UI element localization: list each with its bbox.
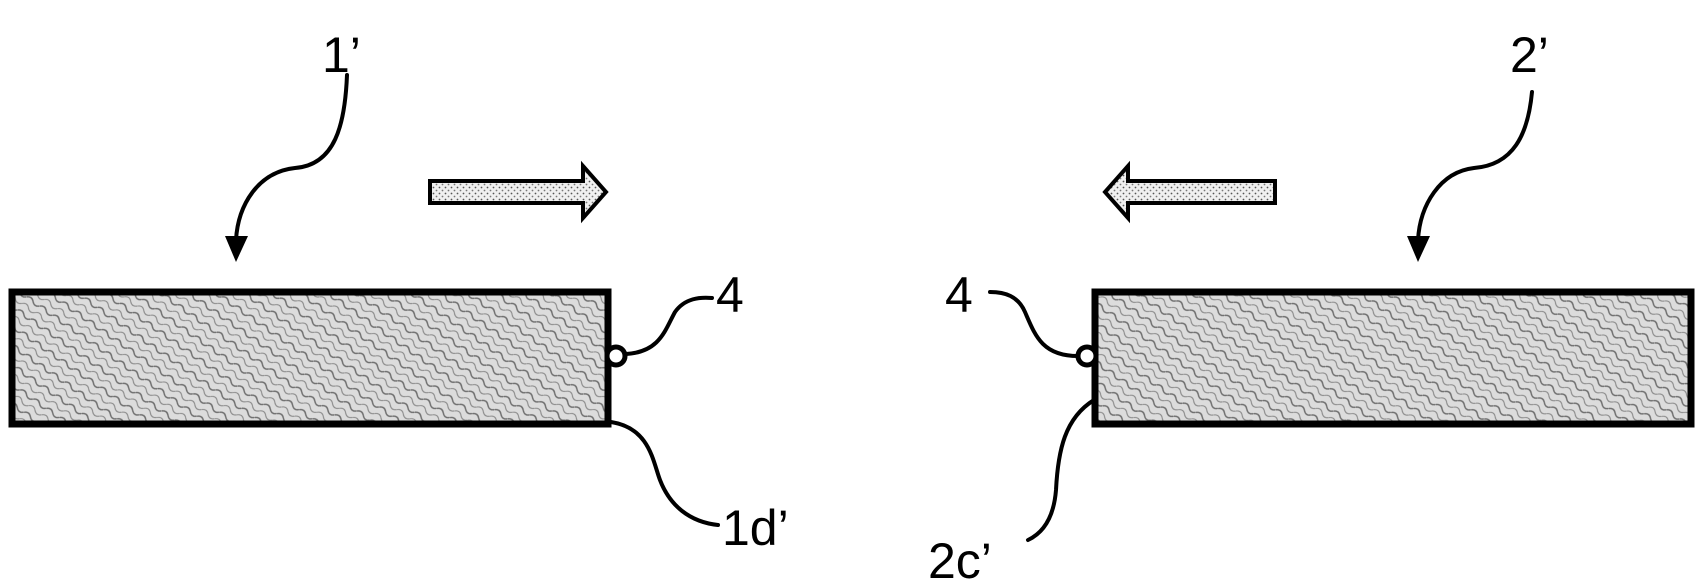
- panel-left-label: 1’: [322, 27, 361, 83]
- left-bead: [607, 347, 625, 365]
- panel-right-label: 2’: [1510, 27, 1549, 83]
- left-panel-group: [12, 292, 625, 424]
- edge-left-label: 1d’: [722, 500, 789, 556]
- right-panel: [1095, 292, 1691, 424]
- left-element-leader: [626, 298, 712, 354]
- element-left-label: 4: [716, 267, 744, 323]
- edge-right-label: 2c’: [928, 533, 992, 586]
- right-panel-leader: [1418, 92, 1532, 240]
- left-panel: [12, 292, 608, 424]
- right-panel-group: [1078, 292, 1691, 424]
- left-panel-leader-arrowhead: [225, 236, 248, 262]
- left-edge-leader: [611, 422, 718, 525]
- right-panel-leader-arrowhead: [1407, 236, 1430, 262]
- right-bead: [1078, 347, 1096, 365]
- right-edge-leader: [1028, 400, 1094, 540]
- left-motion-arrow: [1105, 166, 1275, 218]
- element-right-label: 4: [945, 267, 973, 323]
- left-panel-leader: [236, 75, 347, 240]
- right-motion-arrow: [430, 166, 606, 218]
- right-element-leader: [990, 292, 1078, 356]
